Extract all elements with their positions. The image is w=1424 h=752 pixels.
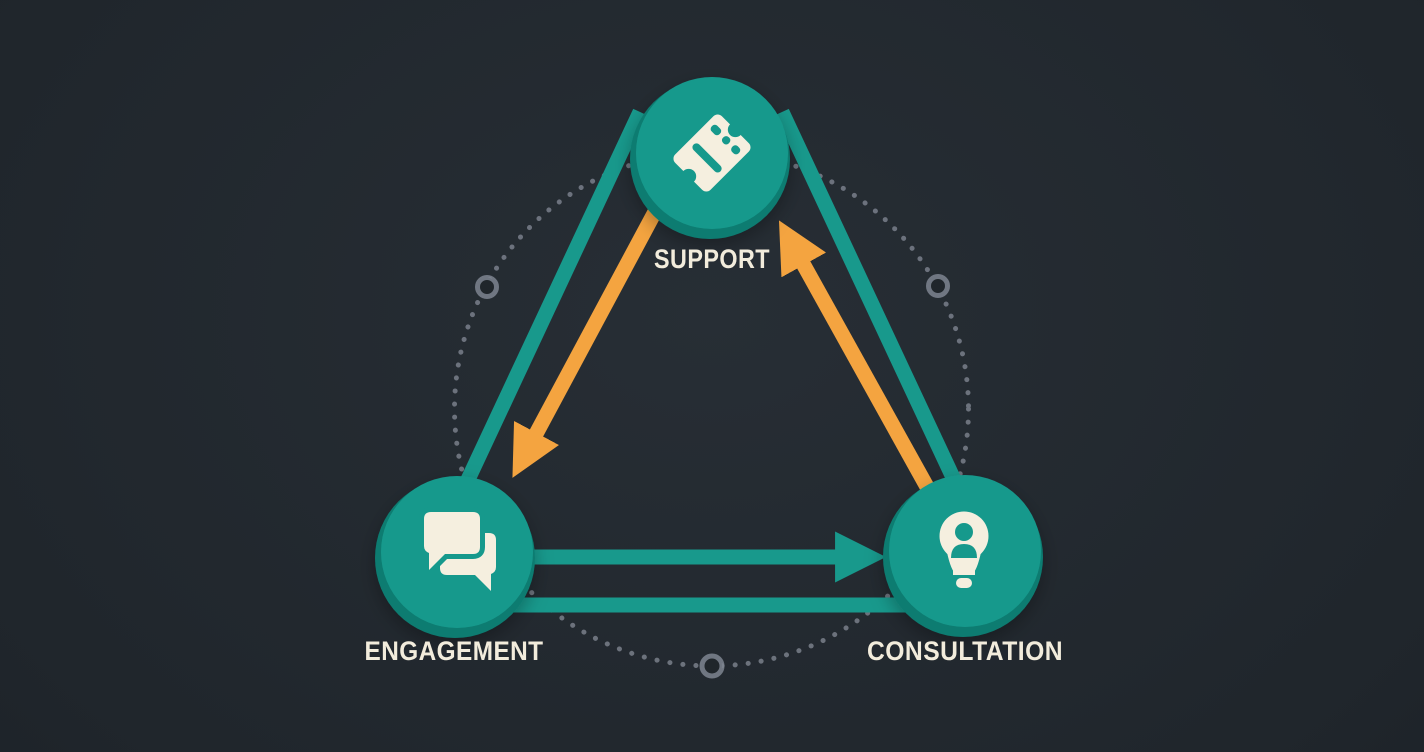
node-label-consultation: CONSULTATION: [867, 636, 1063, 666]
node-consultation: [883, 475, 1043, 637]
ring-marker-bottom: [699, 653, 725, 679]
node-support: [630, 77, 790, 239]
person-lightbulb-icon: [939, 511, 989, 588]
ring-marker-left: [475, 275, 499, 299]
person-head: [955, 523, 973, 541]
arrow-support-to-engagement: [512, 191, 671, 478]
triangle-outline: [429, 108, 993, 613]
arrow-consultation-to-support: [778, 220, 948, 516]
ticket-icon: [673, 114, 751, 192]
node-label-engagement: ENGAGEMENT: [365, 636, 544, 666]
outline-edge-left: [429, 108, 647, 552]
person-shoulders: [951, 544, 977, 558]
outline-edge-right: [775, 108, 993, 552]
chat-bubbles-icon: [419, 507, 496, 591]
chat-bubble-front: [419, 507, 485, 583]
ring-marker-right: [926, 274, 950, 298]
node-engagement: [375, 476, 535, 638]
node-label-support: SUPPORT: [654, 244, 770, 274]
dotted-circle: [452, 149, 971, 669]
